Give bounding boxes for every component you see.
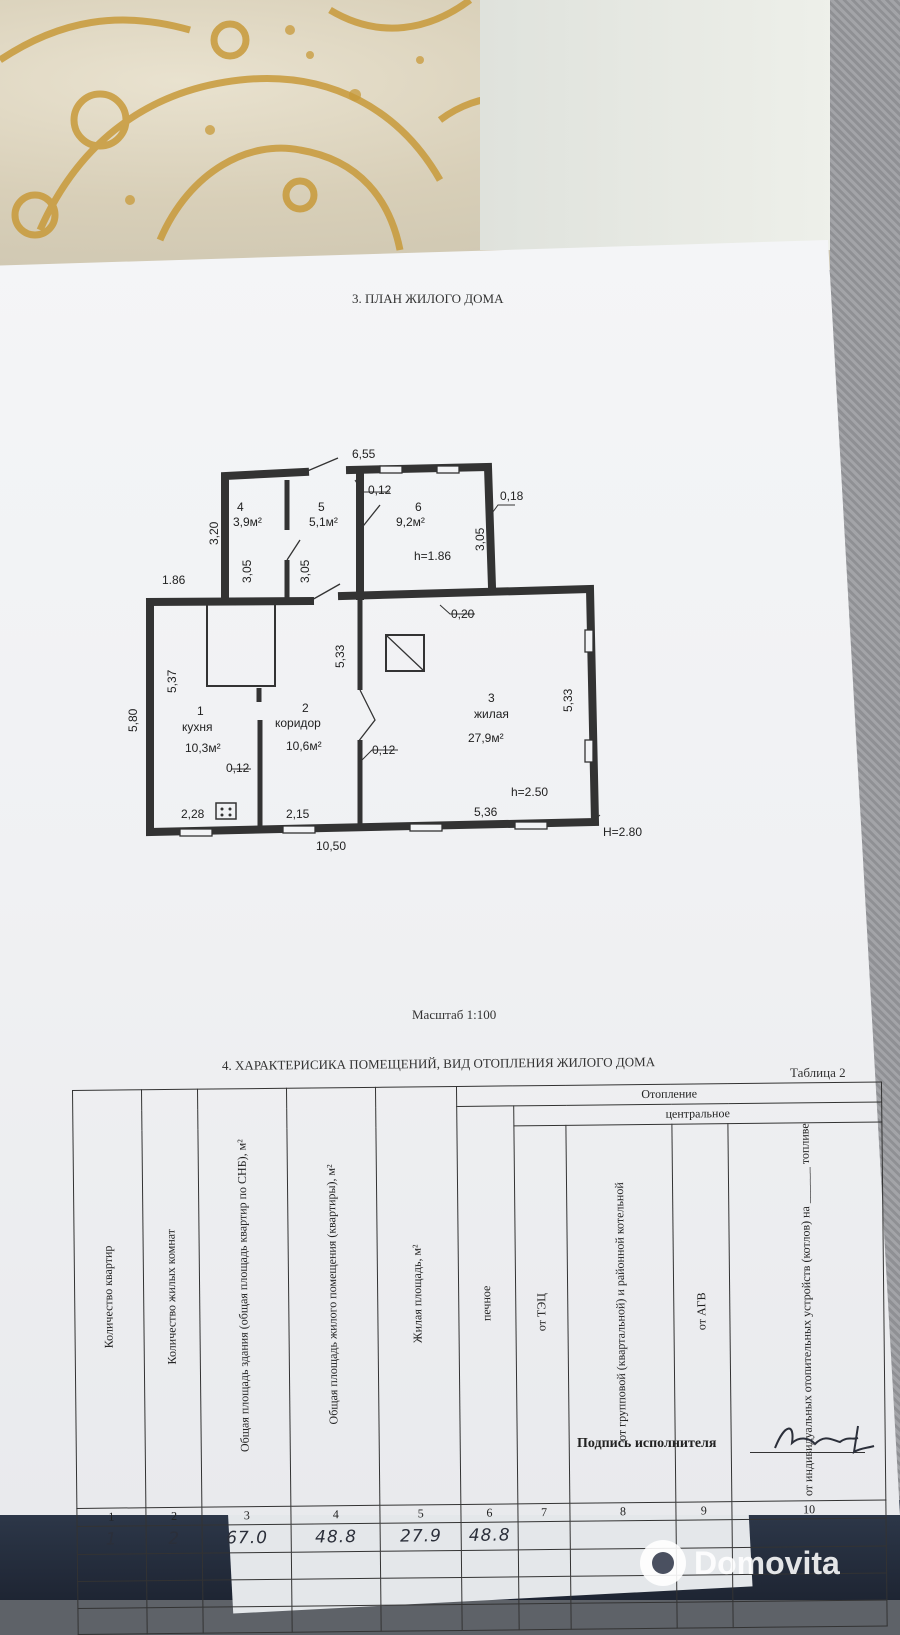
room-3-area: 27,9м²: [468, 731, 504, 745]
room-2-area: 10,6м²: [286, 739, 322, 753]
dim-corridor-width: 2,15: [286, 807, 310, 821]
room-2-name: коридор: [275, 716, 321, 730]
header-total-building-area: Общая площадь здания (общая площадь квар…: [197, 1088, 292, 1507]
dim-room6-height: h=1.86: [414, 549, 451, 563]
dim-room4-depth: 3,05: [240, 559, 254, 583]
header-living-area: Жилая площадь, м²: [375, 1086, 462, 1506]
dim-offset-186: 1.86: [162, 573, 186, 587]
characteristics-table: Количество квартир Количество жилых комн…: [72, 1082, 888, 1635]
header-from-tec: от ТЭЦ: [513, 1125, 571, 1504]
room-3-name: жилая: [474, 707, 509, 721]
watermark: Domovita: [640, 1540, 840, 1586]
lace-pattern: [0, 0, 574, 251]
dim-total-width: 10,50: [316, 839, 346, 853]
floor-plan: 4 3,9м² 5 5,1м² 6 9,2м² 1 кухня 10,3м² 2…: [126, 447, 642, 853]
dim-wall-018: 0,18: [500, 489, 524, 503]
dim-living-height: h=2.50: [511, 785, 548, 799]
room-4-area: 3,9м²: [233, 515, 262, 529]
plan-scale: Масштаб 1:100: [412, 1007, 497, 1022]
handwritten-signature: [774, 1425, 875, 1455]
watermark-brand: Domovita: [694, 1544, 840, 1581]
header-stove: печное: [456, 1105, 518, 1505]
dim-kitchen-width: 2,28: [181, 807, 205, 821]
dim-room6-depth: 3,05: [473, 527, 487, 551]
section3-title: 3. ПЛАН ЖИЛОГО ДОМА: [352, 291, 504, 306]
dim-annex-height: 3,20: [207, 521, 221, 545]
dim-living-depth: 5,33: [561, 688, 575, 712]
dim-total-depth: 5,80: [126, 708, 140, 732]
dim-wall-020: 0,20: [451, 607, 475, 621]
domovita-logo-icon: [640, 1540, 686, 1586]
dim-kitchen-depth: 5,37: [165, 669, 179, 693]
dim-wall-012-kitchen: 0,12: [226, 761, 250, 775]
room-2-number: 2: [302, 701, 309, 715]
dim-wall-012-top: 0,12: [368, 483, 392, 497]
dim-room5-depth: 3,05: [298, 559, 312, 583]
dim-corridor-depth: 5,33: [333, 644, 347, 668]
paper-underneath: [480, 0, 840, 250]
dim-living-width: 5,36: [474, 805, 498, 819]
room-6-number: 6: [415, 500, 422, 514]
header-total-apartment-area: Общая площадь жилого помещения (квартиры…: [286, 1087, 381, 1507]
room-5-area: 5,1м²: [309, 515, 338, 529]
room-4-number: 4: [237, 500, 244, 514]
header-living-rooms-count: Количество жилых комнат: [141, 1089, 203, 1508]
header-apartments-count: Количество квартир: [72, 1089, 146, 1509]
room-5-number: 5: [318, 500, 325, 514]
document-sheet: [0, 240, 900, 1515]
room-6-area: 9,2м²: [396, 515, 425, 529]
room-3-number: 3: [488, 691, 495, 705]
table-label: Таблица 2: [790, 1065, 846, 1080]
room-1-name: кухня: [182, 720, 213, 734]
dim-top-width: 6,55: [352, 447, 376, 461]
signature-label: Подпись исполнителя: [577, 1436, 717, 1451]
room-1-area: 10,3м²: [185, 741, 221, 755]
room-1-number: 1: [197, 704, 204, 718]
dim-wall-012-living: 0,12: [372, 743, 396, 757]
signature-line: [750, 1452, 865, 1453]
dim-building-height: H=2.80: [603, 825, 642, 839]
